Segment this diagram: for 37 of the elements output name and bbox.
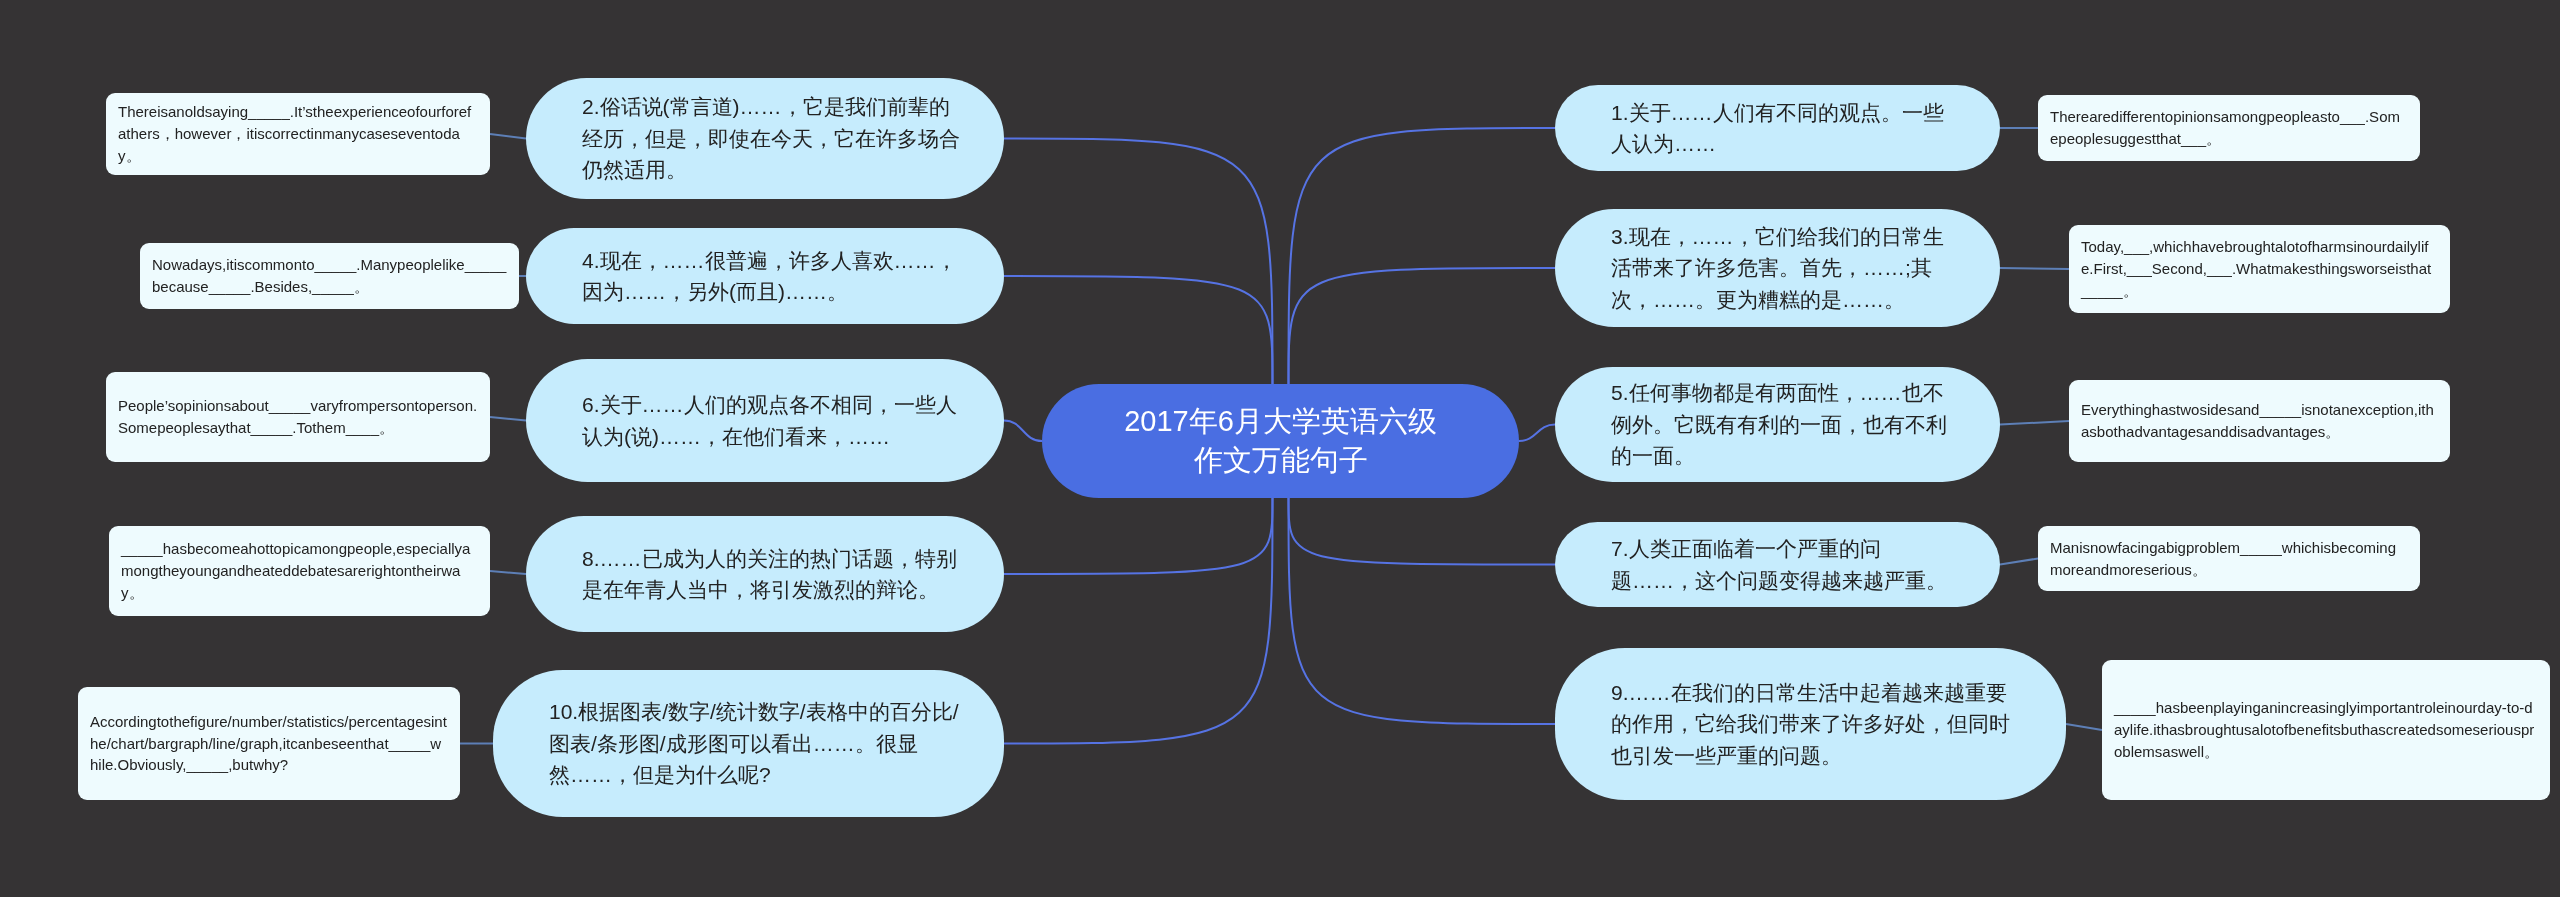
connector-line [459, 742, 494, 745]
branch-topic: 6.关于……人们的观点各不相同，一些人认为(说)……，在他们看来，…… [526, 359, 1004, 482]
sentence-card: People’sopinionsabout_____varyfrompersontoperson.Somepeoplesaythat_____.Tothem____。 [106, 372, 490, 462]
branch-topic: 3.现在，……，它们给我们的日常生活带来了许多危害。首先，……;其次，……。更为糟糕的是……。 [1555, 209, 2000, 327]
connector-line [1287, 267, 1556, 385]
connector-line [1999, 127, 2039, 129]
branch-topic: 8.……已成为人的关注的热门话题，特别是在年青人当中，将引发激烈的辩论。 [526, 516, 1004, 632]
connector-line [518, 275, 527, 277]
connector-line [1999, 557, 2039, 566]
sentence-card: Everythinghastwosidesand_____isnotanexception,ithasbothadvantagesanddisadvantages。 [2069, 380, 2450, 462]
connector-line [489, 570, 527, 575]
connector-line [489, 416, 527, 422]
branch-topic: 5.任何事物都是有两面性，……也不例外。它既有有利的一面，也有不利的一面。 [1555, 367, 2000, 482]
sentence-card: Nowadays,itiscommonto_____.Manypeoplelike_____because_____.Besides,_____。 [140, 243, 519, 309]
branch-topic: 1.关于……人们有不同的观点。一些人认为…… [1555, 85, 2000, 171]
connector-line [1287, 497, 1556, 725]
branch-topic: 2.俗话说(常言道)……，它是我们前辈的经历，但是，即使在今天，它在许多场合仍然适用。 [526, 78, 1004, 199]
sentence-card: Accordingtothefigure/number/statistics/percentagesinthe/chart/bargraph/line/graph,itcanbeseenthat_____while.Obviously,_____,butwhy? [78, 687, 460, 800]
branch-topic: 9.……在我们的日常生活中起着越来越重要的作用，它给我们带来了许多好处，但同时也引发一些严重的问题。 [1555, 648, 2066, 800]
central-topic: 2017年6月大学英语六级作文万能句子 [1042, 384, 1519, 498]
connector-line [489, 133, 527, 140]
connector-line [2065, 723, 2103, 731]
connector-line [1518, 423, 1556, 442]
branch-topic: 7.人类正面临着一个严重的问题……，这个问题变得越来越严重。 [1555, 522, 2000, 607]
sentence-card: Manisnowfacingabigproblem_____whichisbecomingmoreandmoreserious。 [2038, 526, 2420, 591]
sentence-card: _____hasbeenplayinganincreasinglyimportantroleinourday-to-daylife.ithasbroughtusalotofbenefitsbuthascreatedsomeseriousproblemsaswell。 [2102, 660, 2550, 800]
sentence-card: _____hasbecomeahottopicamongpeople,especiallyamongtheyoungandheateddebatesarerightontheirway。 [109, 526, 490, 616]
branch-topic: 4.现在，……很普遍，许多人喜欢……，因为……，另外(而且)……。 [526, 228, 1004, 324]
sentence-card: Therearedifferentopinionsamongpeopleasto___.Somepeoplesuggestthat___。 [2038, 95, 2420, 161]
sentence-card: Thereisanoldsaying_____.It’stheexperienceofourforefathers，however，itiscorrectinmanycaseseventoday。 [106, 93, 490, 175]
connector-line [1003, 419, 1043, 442]
connector-line [1999, 267, 2070, 270]
branch-topic: 10.根据图表/数字/统计数字/表格中的百分比/图表/条形图/成形图可以看出……。很显然……，但是为什么呢? [493, 670, 1004, 817]
connector-line [1999, 420, 2070, 426]
connector-line [1003, 497, 1274, 745]
sentence-card: Today,___,whichhavebroughtalotofharmsinourdailylife.First,___Second,___.Whatmakesthingsworseisthat_____。 [2069, 225, 2450, 313]
connector-line [1003, 275, 1274, 385]
